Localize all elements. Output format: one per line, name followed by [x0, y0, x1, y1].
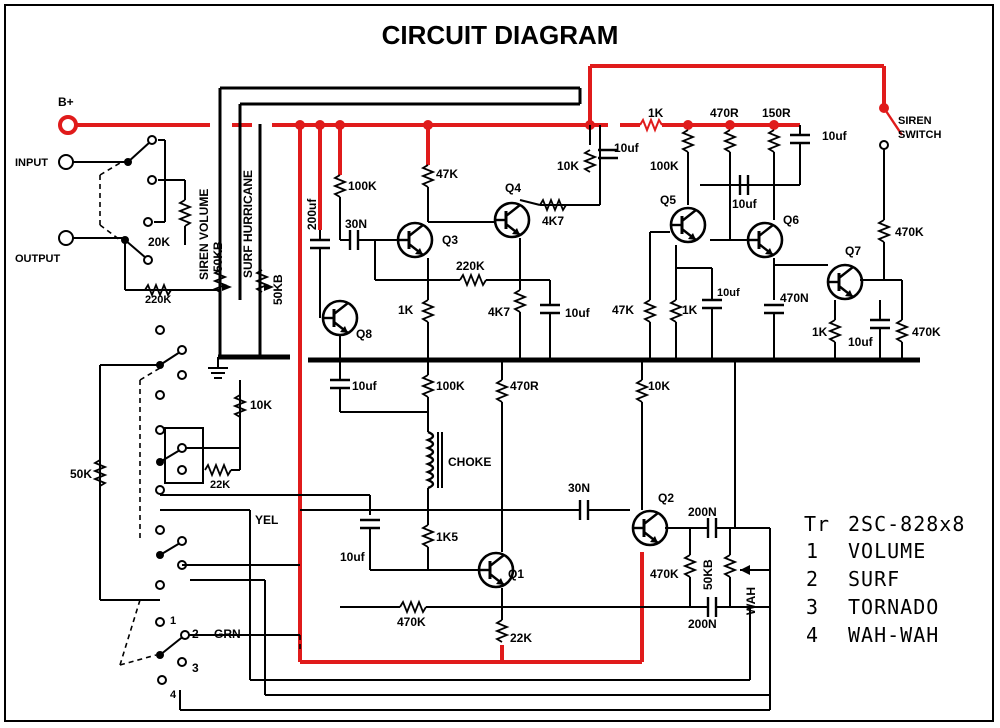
r470k-b-label: 470K — [912, 325, 941, 339]
c30n-b-label: 30N — [568, 481, 590, 495]
r4k7-b-label: 4K7 — [488, 305, 510, 319]
choke-label: CHOKE — [448, 455, 491, 469]
surf-hurricane-label: SURF HURRICANE — [241, 170, 255, 278]
legend-num-4: 4 — [806, 623, 819, 647]
legend-label-2: SURF — [848, 567, 900, 591]
r4k7-a-label: 4K7 — [542, 214, 564, 228]
c30n-a-label: 30N — [345, 217, 367, 231]
output-stage — [179, 360, 771, 711]
c10uf-f-label: 10uf — [848, 335, 874, 349]
q5-label: Q5 — [660, 193, 676, 207]
q1-label: Q1 — [508, 567, 524, 581]
yel-label: YEL — [255, 513, 278, 527]
output-label: OUTPUT — [15, 253, 61, 265]
r1k-b-label: 1K — [398, 303, 414, 317]
switch-pos-2: 2 — [192, 627, 199, 641]
c10uf-e-label: 10uf — [717, 287, 740, 299]
legend-header-right: 2SC-828x8 — [848, 512, 965, 536]
q6-label: Q6 — [783, 213, 799, 227]
legend-label-1: VOLUME — [848, 539, 926, 563]
r150r-label: 150R — [762, 106, 791, 120]
r470k-a-label: 470K — [895, 225, 924, 239]
grn-label: GRN — [214, 627, 241, 641]
legend-label-3: TORNADO — [848, 595, 939, 619]
legend: Tr 2SC-828x8 1 VOLUME 2 SURF 3 TORNADO 4… — [804, 512, 965, 647]
q8-label: Q8 — [356, 327, 372, 341]
diagram-title: CIRCUIT DIAGRAM — [382, 20, 619, 50]
siren-switch-label-1: SIREN — [898, 115, 932, 127]
r22k-b-label: 22K — [510, 631, 532, 645]
c10uf-h-label: 10uf — [340, 550, 366, 564]
r50k-label: 50K — [70, 467, 92, 481]
input-label: INPUT — [15, 157, 48, 169]
io-switch-block — [58, 135, 274, 298]
r470k-d-label: 470K — [650, 567, 679, 581]
c10uf-d-label: 10uf — [565, 306, 591, 320]
q2-label: Q2 — [658, 491, 674, 505]
legend-label-4: WAH-WAH — [848, 623, 939, 647]
c200uf-label: 200uf — [305, 198, 319, 230]
upper-wiring — [218, 86, 618, 355]
r10k-c-label: 10K — [648, 379, 670, 393]
r100k-b-label: 100K — [436, 379, 465, 393]
wah-label: WAH — [744, 587, 758, 615]
q3-label: Q3 — [442, 233, 458, 247]
r220k-b-label: 220K — [456, 259, 485, 273]
r470r-a-label: 470R — [710, 106, 739, 120]
c200n-b-label: 200N — [688, 617, 717, 631]
switch-pos-4: 4 — [170, 689, 177, 701]
diagram-frame — [4, 4, 994, 722]
r1k-c-label: 1K — [682, 303, 698, 317]
switch-pos-3: 3 — [192, 661, 199, 675]
r1k5-label: 1K5 — [436, 530, 458, 544]
r22k-a-label: 22K — [210, 479, 230, 491]
r10k-b-label: 10K — [250, 398, 272, 412]
r470r-b-label: 470R — [510, 379, 539, 393]
bplus-label: B+ — [58, 95, 74, 109]
legend-header-left: Tr — [804, 512, 830, 536]
c10uf-g-label: 10uf — [352, 379, 378, 393]
surf-hurricane-value: 50KB — [271, 274, 285, 305]
mode-switch-stack — [92, 325, 301, 695]
legend-num-1: 1 — [806, 539, 819, 563]
r1k-a-label: 1K — [648, 106, 664, 120]
siren-volume-value: 50KB — [211, 241, 225, 272]
r47k-a-label: 47K — [436, 167, 458, 181]
c10uf-a-label: 10uf — [614, 141, 640, 155]
q7-label: Q7 — [845, 244, 861, 258]
siren-volume-label: SIREN VOLUME — [197, 189, 211, 280]
r470k-c-label: 470K — [397, 615, 426, 629]
siren-stage — [642, 107, 910, 360]
switch-pos-1: 1 — [170, 615, 176, 627]
r47k-b-label: 47K — [612, 303, 634, 317]
legend-num-3: 3 — [806, 595, 819, 619]
q4-label: Q4 — [505, 181, 521, 195]
r220k-a-label: 220K — [145, 294, 171, 306]
c10uf-c-label: 10uf — [732, 197, 758, 211]
wah-value: 50KB — [701, 559, 715, 590]
component-labels: B+ INPUT OUTPUT SIREN SWITCH SIREN VOLUM… — [15, 95, 941, 701]
ground-bus — [208, 354, 920, 379]
c200n-a-label: 200N — [688, 505, 717, 519]
r1k-d-label: 1K — [812, 325, 828, 339]
legend-num-2: 2 — [806, 567, 819, 591]
supply-rail — [58, 64, 889, 664]
r20k-label: 20K — [148, 235, 170, 249]
r100k-c-label: 100K — [650, 159, 679, 173]
c10uf-b-label: 10uf — [822, 129, 848, 143]
r100k-a-label: 100K — [348, 179, 377, 193]
input-stage — [310, 125, 600, 413]
siren-switch-label-2: SWITCH — [898, 129, 941, 141]
r10k-a-label: 10K — [557, 159, 579, 173]
c470n-label: 470N — [780, 291, 809, 305]
